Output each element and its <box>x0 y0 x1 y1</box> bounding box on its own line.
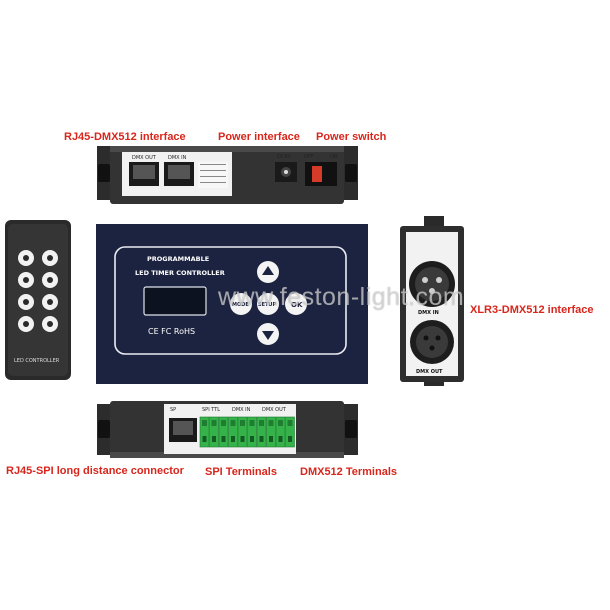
label-rj45-dmx: RJ45-DMX512 interface <box>64 131 186 143</box>
panel-title-line1: PROGRAMMABLE <box>147 255 209 263</box>
terminal-screw <box>249 420 255 426</box>
terminal-hole <box>221 436 226 442</box>
xlr-dmx-out-label: DMX OUT <box>416 369 443 375</box>
terminal-screw <box>259 420 264 426</box>
remote-button-icon <box>23 321 29 327</box>
bottom-dmx-in-label: DMX IN <box>232 407 251 413</box>
bottom-spi-ttl-label: SPI TTL <box>202 407 220 413</box>
terminal-hole <box>269 436 273 442</box>
terminal-hole <box>288 436 292 442</box>
remote-button-icon <box>47 321 53 327</box>
terminal-block <box>209 416 219 448</box>
terminal-block <box>237 416 248 448</box>
label-power-switch: Power switch <box>316 131 387 143</box>
bottom-device: SP SPI TTL DMX IN DMX OUT <box>97 401 358 458</box>
setup-label: SETUP <box>258 302 276 308</box>
remote-button-icon <box>23 255 29 261</box>
terminal-block <box>199 416 210 448</box>
terminal-screw <box>221 420 226 426</box>
terminal-hole <box>212 436 216 442</box>
xlr-dmx-in-label: DMX IN <box>418 310 439 316</box>
terminal-block <box>218 416 229 448</box>
terminal-screw <box>287 420 293 426</box>
label-rj45-spi: RJ45-SPI long distance connector <box>6 465 184 477</box>
terminal-hole <box>250 436 254 442</box>
remote-control: LED CONTROLLER <box>5 220 71 380</box>
ok-label: OK <box>291 301 303 309</box>
top-device: DMX OUT DMX IN DC6V OFF ON <box>97 146 358 204</box>
label-dmx-terminals: DMX512 Terminals <box>300 466 398 478</box>
terminal-screw <box>211 420 217 426</box>
dc-label: DC6V <box>277 154 292 160</box>
terminal-hole <box>259 436 264 442</box>
up-arrow-icon <box>262 266 274 275</box>
setup-button[interactable] <box>257 293 279 315</box>
top-dmx-in-label: DMX IN <box>168 155 187 161</box>
terminal-hole <box>278 436 283 442</box>
remote-button-icon <box>23 277 29 283</box>
terminal-screw <box>268 420 274 426</box>
xlr-device: DMX IN DMX OUT <box>400 216 464 386</box>
mode-button[interactable] <box>230 293 252 315</box>
down-arrow-icon <box>262 331 274 340</box>
remote-button-icon <box>23 299 29 305</box>
certifications: CE FC RoHS <box>148 327 195 336</box>
terminal-block <box>247 416 257 448</box>
label-spi-terminals: SPI Terminals <box>205 466 277 478</box>
top-dmx-out-label: DMX OUT <box>132 155 157 161</box>
label-xlr3: XLR3-DMX512 interface <box>470 304 594 316</box>
terminal-screw <box>202 420 207 426</box>
terminal-block <box>285 416 295 448</box>
terminal-block <box>228 416 238 448</box>
switch-on-label: ON <box>330 154 338 160</box>
ok-button[interactable] <box>285 293 307 315</box>
bottom-dmx-out-label: DMX OUT <box>262 407 287 413</box>
label-power-interface: Power interface <box>218 131 300 143</box>
terminal-screw <box>278 420 283 426</box>
remote-label: LED CONTROLLER <box>14 358 60 364</box>
terminal-hole <box>202 436 207 442</box>
terminal-block <box>256 416 267 448</box>
terminal-hole <box>240 436 245 442</box>
remote-button-icon <box>47 255 53 261</box>
remote-button-icon <box>47 299 53 305</box>
panel-title-line2: LED TIMER CONTROLLER <box>135 269 225 277</box>
bottom-sp-label: SP <box>170 407 176 413</box>
lcd-display <box>143 286 207 316</box>
terminal-block <box>275 416 286 448</box>
front-panel: PROGRAMMABLE LED TIMER CONTROLLER CE FC … <box>96 224 368 384</box>
terminal-screw <box>230 420 236 426</box>
terminal-screw <box>240 420 245 426</box>
mode-label: MODE <box>232 302 249 308</box>
terminal-hole <box>231 436 235 442</box>
terminal-block <box>266 416 276 448</box>
switch-off-label: OFF <box>304 154 314 160</box>
remote-button-icon <box>47 277 53 283</box>
